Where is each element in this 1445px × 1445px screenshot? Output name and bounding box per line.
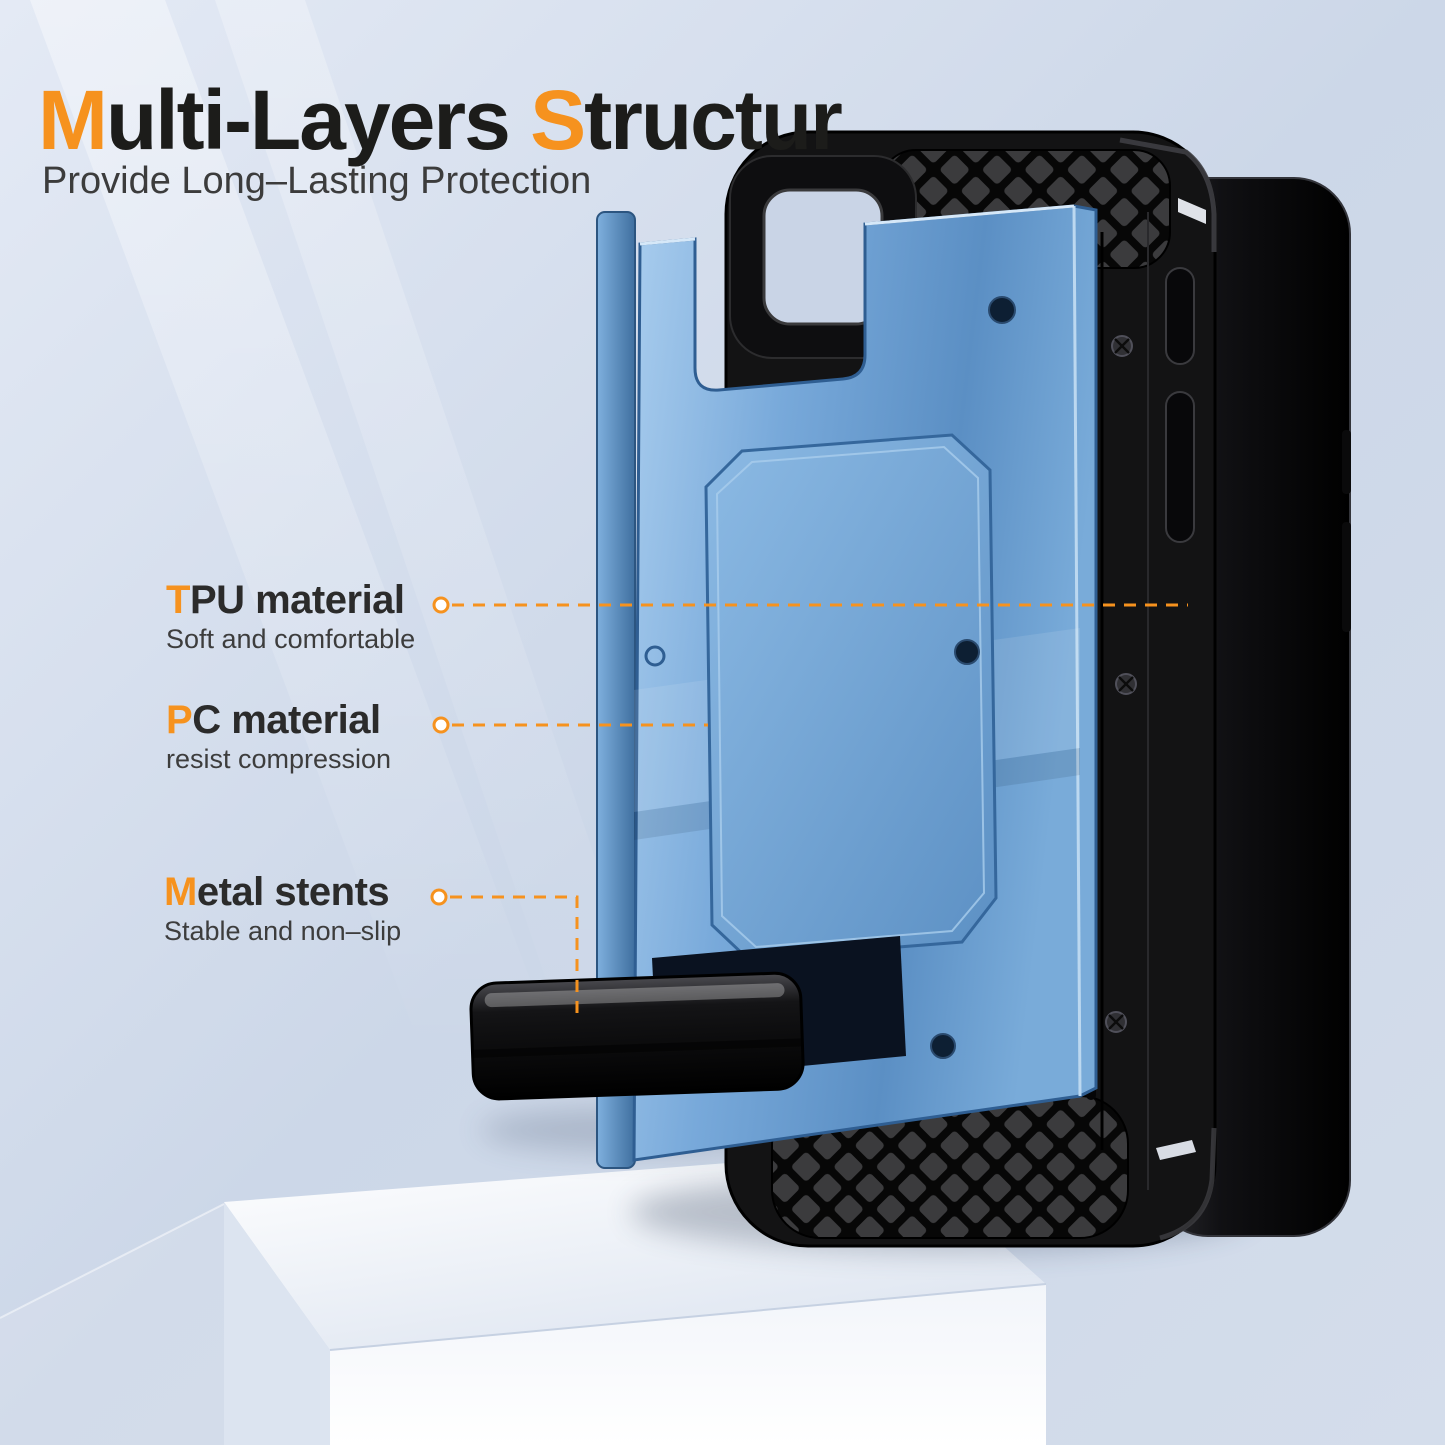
callout-pc-highlight: P bbox=[166, 698, 193, 742]
shell-side-rail bbox=[596, 211, 636, 1169]
shell-hole-middle bbox=[954, 639, 980, 665]
shell-hole-top bbox=[988, 296, 1016, 324]
callout-metal-highlight: M bbox=[164, 870, 197, 914]
metal-accent-top bbox=[1178, 198, 1206, 224]
callout-pc-material: PC material resist compression bbox=[166, 698, 392, 775]
pc-back-shell bbox=[596, 204, 1098, 1169]
display-pedestal bbox=[224, 1150, 1047, 1445]
callout-metal-title-rest: etal stents bbox=[196, 870, 390, 914]
callout-tpu-title: TPU material bbox=[166, 578, 415, 622]
title-highlight-2: S bbox=[530, 73, 586, 168]
tpu-connector bbox=[432, 596, 1188, 614]
shell-hole-left bbox=[644, 645, 666, 667]
corner-bumper-bottom-right bbox=[1159, 1127, 1217, 1241]
shell-inner-panel bbox=[704, 433, 998, 961]
phone-power-button bbox=[1342, 430, 1351, 494]
page-subtitle: Provide Long–Lasting Protection bbox=[42, 160, 592, 202]
callout-metal-stents: Metal stents Stable and non–slip bbox=[164, 870, 402, 947]
shell-hole-bottom bbox=[930, 1033, 956, 1059]
title-part-1: ulti-Layers bbox=[105, 73, 531, 168]
title-highlight-1: M bbox=[38, 73, 108, 168]
kickstand-bar bbox=[469, 971, 805, 1101]
callout-pc-title: PC material bbox=[166, 698, 391, 742]
callout-tpu-highlight: T bbox=[166, 578, 190, 622]
case-power-button-cover bbox=[1165, 267, 1195, 365]
screw-top bbox=[1111, 335, 1133, 357]
callout-pc-description: resist compression bbox=[166, 744, 392, 775]
callout-metal-title: Metal stents bbox=[164, 870, 401, 914]
screw-middle bbox=[1115, 673, 1137, 695]
metal-accent-bottom bbox=[1156, 1140, 1196, 1160]
metal-connector bbox=[430, 888, 579, 1018]
light-streaks bbox=[30, 0, 670, 1080]
callout-tpu-description: Soft and comfortable bbox=[166, 624, 416, 655]
phone-volume-button bbox=[1342, 522, 1351, 632]
callout-lines bbox=[430, 596, 1188, 1018]
callout-metal-description: Stable and non–slip bbox=[164, 916, 402, 947]
callout-tpu-material: TPU material Soft and comfortable bbox=[166, 578, 416, 655]
corner-bumper-top-right bbox=[1119, 137, 1217, 252]
callout-tpu-title-rest: PU material bbox=[189, 578, 405, 622]
case-volume-button-cover bbox=[1165, 391, 1195, 543]
floor-edge bbox=[0, 1203, 225, 1445]
callout-pc-title-rest: C material bbox=[192, 698, 381, 742]
metal-kickstand bbox=[469, 936, 906, 1101]
title-part-2: tructur bbox=[584, 73, 843, 168]
page-title: Multi-Layers Structur bbox=[38, 78, 843, 162]
pc-connector bbox=[432, 716, 708, 734]
screw-bottom bbox=[1105, 1011, 1127, 1033]
